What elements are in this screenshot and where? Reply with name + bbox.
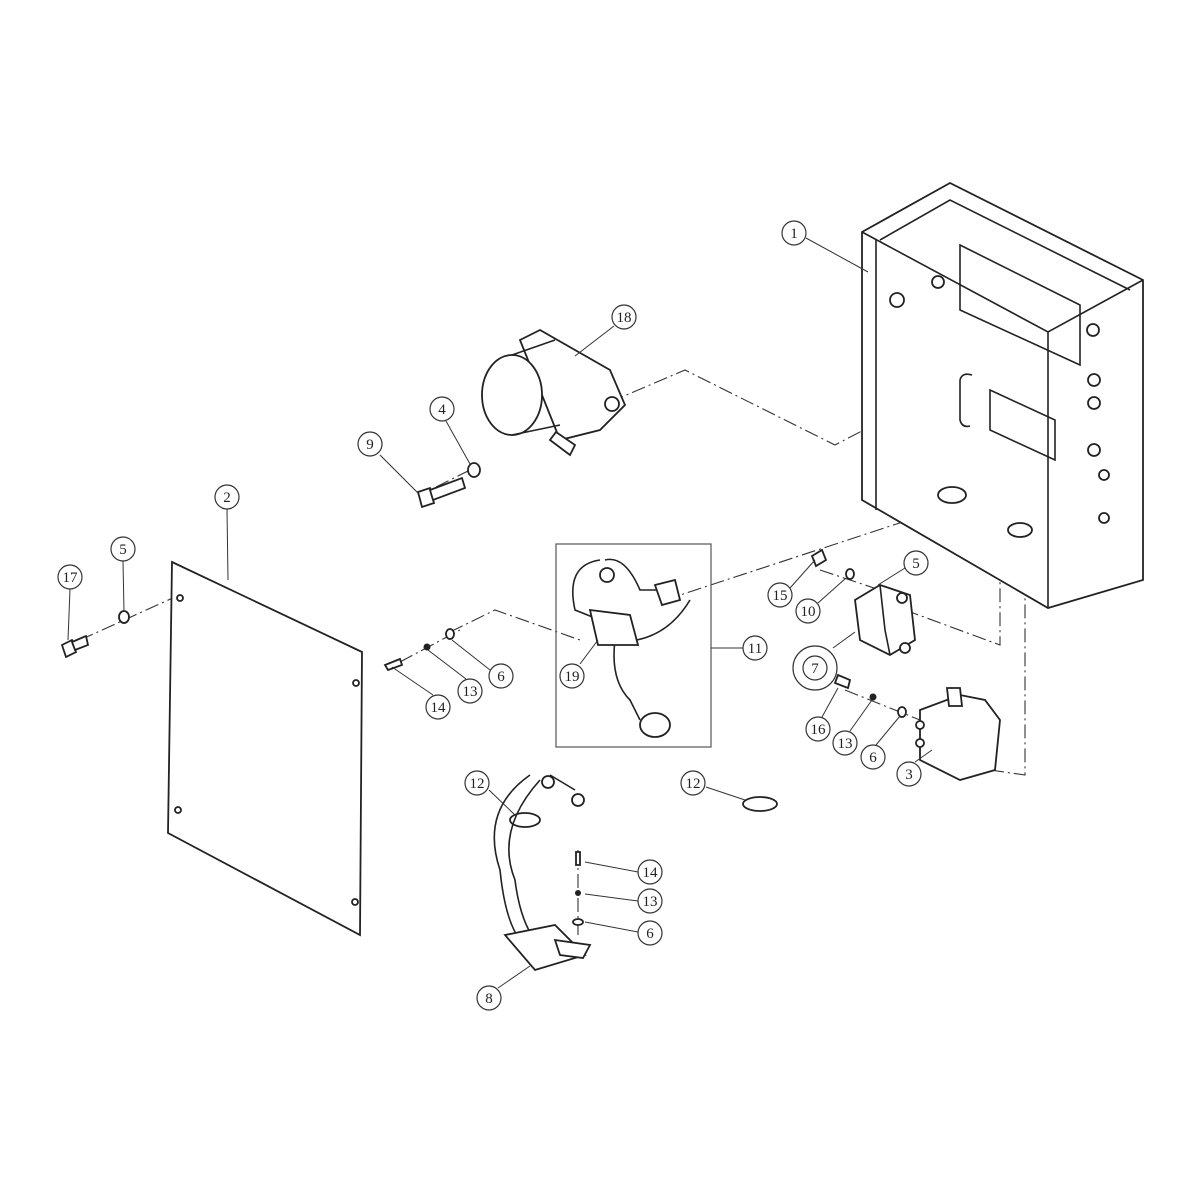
callout-1: 1 <box>781 220 807 246</box>
callout-12: 12 <box>680 770 706 796</box>
callout-circle <box>110 536 136 562</box>
callout-circle <box>781 220 807 246</box>
hardware-row <box>383 548 907 926</box>
callout-3: 3 <box>896 761 922 787</box>
callout-number: 3 <box>905 767 913 783</box>
callout-number: 14 <box>643 865 659 881</box>
callout-number: 17 <box>63 570 79 586</box>
callout-13: 13 <box>637 888 663 914</box>
callout-number: 6 <box>497 669 505 685</box>
clip-part <box>509 796 778 828</box>
callout-circle <box>767 582 793 608</box>
solenoid-part <box>915 687 1001 781</box>
callout-circle <box>637 888 663 914</box>
callout-circle <box>805 716 831 742</box>
callout-circle <box>214 484 240 510</box>
callout-circle <box>488 663 514 689</box>
leader-lines <box>67 237 933 989</box>
callout-13: 13 <box>832 730 858 756</box>
callout-circle <box>476 985 502 1011</box>
callout-19: 19 <box>559 663 585 689</box>
callout-14: 14 <box>637 859 663 885</box>
motor-part <box>481 328 627 457</box>
callout-circle <box>903 550 929 576</box>
callout-number: 12 <box>470 776 485 792</box>
callout-5: 5 <box>110 536 136 562</box>
callout-5: 5 <box>903 550 929 576</box>
callout-18: 18 <box>611 304 637 330</box>
callout-number: 9 <box>366 437 374 453</box>
callout-circle <box>429 396 455 422</box>
harness-part <box>493 774 592 972</box>
callout-number: 5 <box>119 542 127 558</box>
callout-circle <box>637 920 663 946</box>
callout-circle <box>464 770 490 796</box>
callout-number: 7 <box>811 661 819 677</box>
callout-circle <box>832 730 858 756</box>
callout-number: 14 <box>431 700 447 716</box>
callout-number: 19 <box>565 669 580 685</box>
callout-circle <box>860 744 886 770</box>
callout-number: 13 <box>463 684 478 700</box>
callout-12: 12 <box>464 770 490 796</box>
callout-circle <box>896 761 922 787</box>
callout-17: 17 <box>57 564 83 590</box>
callout-number: 18 <box>617 310 632 326</box>
callout-number: 6 <box>646 926 654 942</box>
callout-circle <box>611 304 637 330</box>
callout-circle <box>680 770 706 796</box>
callout-circle <box>425 694 451 720</box>
callout-number: 15 <box>773 588 788 604</box>
callout-16: 16 <box>805 716 831 742</box>
enclosure-box <box>861 181 1144 609</box>
callout-number: 8 <box>485 991 493 1007</box>
callout-6: 6 <box>488 663 514 689</box>
relay-part <box>854 584 916 657</box>
callout-number: 11 <box>748 641 762 657</box>
callout-10: 10 <box>795 598 821 624</box>
callout-circle <box>742 635 768 661</box>
callout-number: 1 <box>790 226 798 242</box>
callout-6: 6 <box>637 920 663 946</box>
callout-circle <box>637 859 663 885</box>
callout-8: 8 <box>476 985 502 1011</box>
callout-number: 13 <box>643 894 658 910</box>
cover-panel <box>167 560 363 937</box>
callout-number: 5 <box>912 556 920 572</box>
callout-number: 2 <box>223 490 231 506</box>
callout-circle <box>795 598 821 624</box>
callout-number: 13 <box>838 736 853 752</box>
callout-number: 6 <box>869 750 877 766</box>
callout-6: 6 <box>860 744 886 770</box>
screw-part <box>60 610 130 659</box>
callout-13: 13 <box>457 678 483 704</box>
harness-detail-box <box>555 543 712 748</box>
callout-number: 10 <box>801 604 816 620</box>
callout-2: 2 <box>214 484 240 510</box>
callout-15: 15 <box>767 582 793 608</box>
callout-circle <box>57 564 83 590</box>
callout-14: 14 <box>425 694 451 720</box>
callout-9: 9 <box>357 431 383 457</box>
callout-circle <box>559 663 585 689</box>
callout-number: 4 <box>438 402 446 418</box>
callout-11: 11 <box>742 635 768 661</box>
callout-circle <box>357 431 383 457</box>
callout-number: 12 <box>686 776 701 792</box>
callout-7: 7 <box>792 645 838 691</box>
bolt-part <box>416 462 481 509</box>
callout-circle <box>457 678 483 704</box>
callout-circle <box>802 655 828 681</box>
callout-number: 16 <box>811 722 827 738</box>
callout-group: 1 18 4 9 2 5 17 5 15 10 11 7 6 13 14 19 16 13 6 3 12 12 14 13 6 8 <box>57 220 929 1011</box>
highlight-ring <box>792 645 838 691</box>
callout-4: 4 <box>429 396 455 422</box>
